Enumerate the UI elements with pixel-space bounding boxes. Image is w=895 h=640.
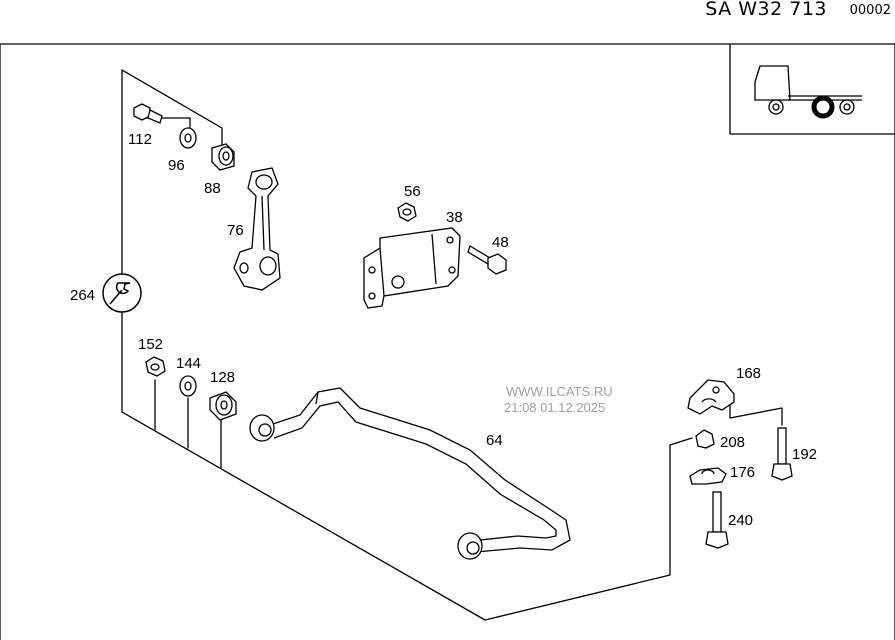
assembly-leader: [121, 69, 693, 621]
part-176-clamp: [689, 467, 727, 485]
truck-icon: [754, 65, 862, 119]
part-76-link: [233, 167, 281, 291]
part-48-bolt: [467, 245, 507, 275]
label-part-96[interactable]: 96: [168, 157, 185, 174]
label-part-152[interactable]: 152: [138, 336, 164, 353]
label-part-76[interactable]: 76: [227, 222, 244, 239]
part-168-clamp: [687, 379, 735, 415]
part-112-bolt: [133, 103, 163, 124]
label-part-264[interactable]: 264: [70, 287, 96, 304]
label-part-240[interactable]: 240: [728, 512, 754, 529]
part-208-nut: [695, 429, 715, 449]
label-part-48[interactable]: 48: [492, 234, 509, 251]
label-part-112[interactable]: 112: [128, 131, 152, 148]
part-152-nut: [145, 356, 166, 377]
part-128-bushing: [209, 391, 237, 421]
upper-group-leader: [121, 69, 223, 151]
part-144-washer: [179, 375, 197, 397]
label-part-128[interactable]: 128: [210, 369, 236, 386]
part-88-bushing: [211, 143, 235, 171]
label-part-56[interactable]: 56: [404, 183, 421, 200]
part-64-stabilizer-bar: [269, 387, 571, 553]
label-part-176[interactable]: 176: [730, 464, 756, 481]
label-part-168[interactable]: 168: [736, 365, 762, 382]
document-code: SA W32 713: [705, 0, 827, 20]
part-192-bolt: [771, 427, 793, 481]
wrench-icon: [102, 273, 142, 313]
document-number: 00002: [849, 3, 891, 18]
label-part-38[interactable]: 38: [446, 209, 463, 226]
part-240-bolt: [705, 491, 729, 549]
part-96-washer: [179, 127, 197, 149]
part-38-bracket: [363, 227, 461, 309]
watermark-site: WWW.ILCATS.RU: [506, 384, 613, 399]
frame-border: [0, 43, 895, 640]
label-part-208[interactable]: 208: [720, 434, 746, 451]
label-part-64[interactable]: 64: [486, 432, 503, 449]
watermark-timestamp: 21:08 01.12.2025: [504, 400, 606, 415]
label-part-88[interactable]: 88: [204, 180, 221, 197]
label-part-192[interactable]: 192: [792, 446, 818, 463]
label-part-144[interactable]: 144: [176, 355, 202, 372]
part-56-nut: [397, 202, 417, 222]
inset-box: [729, 44, 895, 135]
